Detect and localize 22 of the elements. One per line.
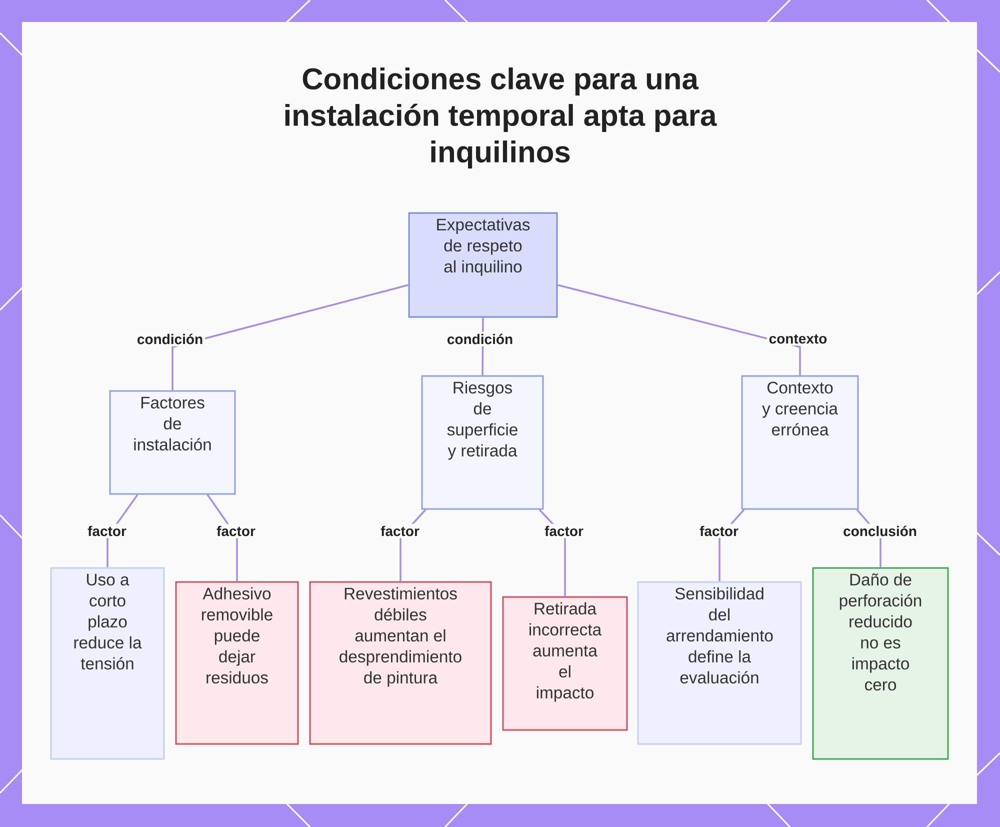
concept-box: Sensibilidad del arrendamiento define la evaluación [637, 581, 802, 745]
concept-box: Riesgos de superficie y retirada [421, 375, 544, 510]
connector [172, 284, 408, 390]
concept-box: Factores de instalación [109, 390, 236, 495]
concept-box: Expectativas de respeto al inquilino [408, 212, 558, 318]
concept-box: Uso a corto plazo reduce la tensión [50, 567, 165, 760]
concept-box: Retirada incorrecta aumenta el impacto [502, 596, 628, 731]
edge-label: condición [444, 332, 516, 346]
edge-label: conclusión [841, 524, 919, 538]
edge-label: factor [378, 524, 422, 538]
concept-box: Adhesivo removible puede dejar residuos [175, 581, 299, 745]
concept-box: Contexto y creencia errónea [741, 375, 859, 510]
edge-label: factor [214, 524, 258, 538]
connector [558, 284, 801, 376]
edge-label: condición [134, 332, 206, 346]
concept-box: Revestimientos débiles aumentan el desprendimiento de pintura [309, 581, 492, 745]
edge-label: factor [698, 524, 740, 538]
edge-label: factor [86, 524, 128, 538]
title: Condiciones clave para una instalación temporal apta para inquilinos [285, 67, 717, 169]
edge-label: contexto [766, 332, 830, 346]
edge-label: factor [542, 524, 586, 538]
concept-box: Daño de perforación reducido no es impacto cero [812, 567, 949, 760]
